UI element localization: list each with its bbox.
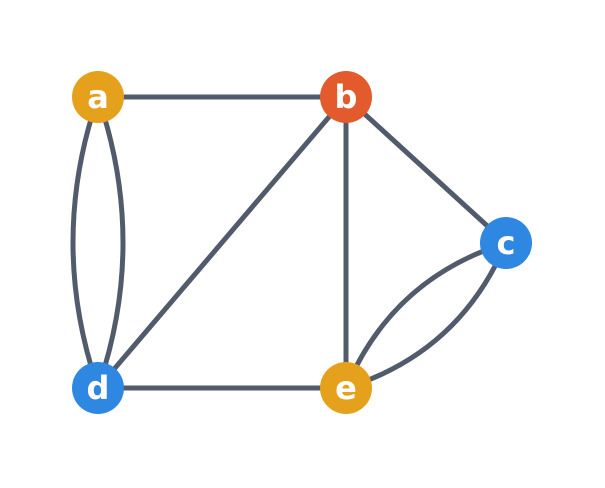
node-d-label: d bbox=[87, 369, 110, 407]
node-a: a bbox=[72, 71, 124, 123]
node-e-circle bbox=[320, 362, 372, 414]
node-c-label: c bbox=[497, 224, 516, 262]
node-b-circle bbox=[320, 71, 372, 123]
node-a-label: a bbox=[87, 78, 109, 116]
edge-b-c bbox=[343, 94, 509, 246]
node-e: e bbox=[320, 362, 372, 414]
node-a-circle bbox=[72, 71, 124, 123]
edge-a-d-2 bbox=[70, 94, 101, 391]
node-b: b bbox=[320, 71, 372, 123]
edge-layer bbox=[70, 94, 509, 391]
node-c-circle bbox=[480, 217, 532, 269]
node-c: c bbox=[480, 217, 532, 269]
node-d: d bbox=[72, 362, 124, 414]
edge-a-d-1 bbox=[95, 94, 126, 391]
node-layer: a b c d e bbox=[72, 71, 532, 414]
node-e-label: e bbox=[335, 369, 357, 407]
node-b-label: b bbox=[335, 78, 358, 116]
node-d-circle bbox=[72, 362, 124, 414]
edge-c-e-2 bbox=[343, 240, 509, 391]
edge-b-d bbox=[95, 94, 349, 391]
edge-c-e-1 bbox=[343, 240, 509, 391]
